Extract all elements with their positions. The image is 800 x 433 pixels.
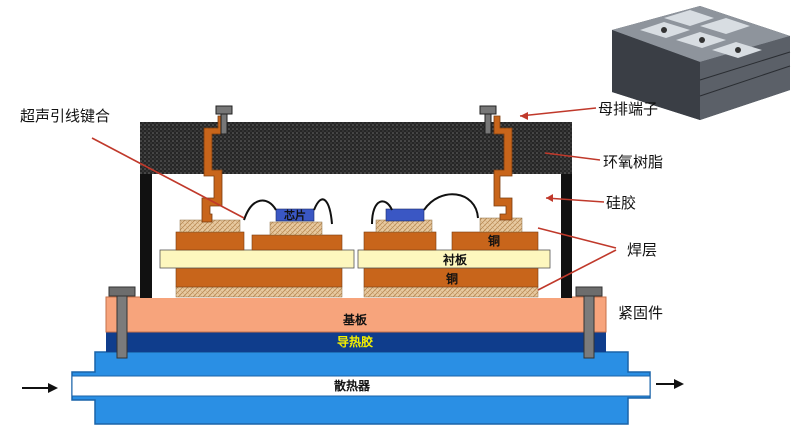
substrate-label: 衬板: [443, 252, 468, 267]
silicone-gel-label: 硅胶: [606, 194, 636, 212]
fastener-label: 紧固件: [618, 304, 663, 322]
bond-wires: [243, 193, 479, 225]
busbar-terminal-left: [201, 105, 233, 223]
leader-arrowheads: [520, 112, 553, 202]
baseplate-label: 基板: [342, 312, 368, 327]
solder-layer-label: 焊层: [627, 241, 657, 259]
copper-top-label: 铜: [488, 233, 500, 248]
dbc-left: 芯片: [159, 208, 355, 298]
leader-lines: [91, 107, 617, 291]
wire-bond-label: 超声引线键合: [20, 107, 110, 125]
fastener-left: [108, 286, 136, 359]
epoxy-resin-label: 环氧树脂: [603, 153, 663, 171]
copper-bottom-label: 铜: [446, 271, 458, 286]
flow-in-arrow: [22, 383, 58, 393]
dbc-right: 衬板 铜 铜: [357, 208, 551, 298]
thermal-grease-layer: 导热胶: [106, 332, 606, 352]
baseplate: 基板: [105, 296, 607, 333]
chip: [385, 208, 425, 222]
chip-label: 芯片: [284, 208, 306, 222]
flow-out-arrow: [656, 379, 684, 389]
heatsink: 散热器: [71, 351, 651, 425]
chip: [275, 208, 315, 222]
busbar-terminal-label: 母排端子: [598, 100, 658, 118]
heatsink-label: 散热器: [334, 378, 371, 393]
fastener-right: [575, 286, 603, 359]
busbar-terminal-right: [479, 105, 513, 221]
igbt-module-photo: [612, 6, 791, 120]
thermal-grease-label: 导热胶: [337, 334, 373, 349]
